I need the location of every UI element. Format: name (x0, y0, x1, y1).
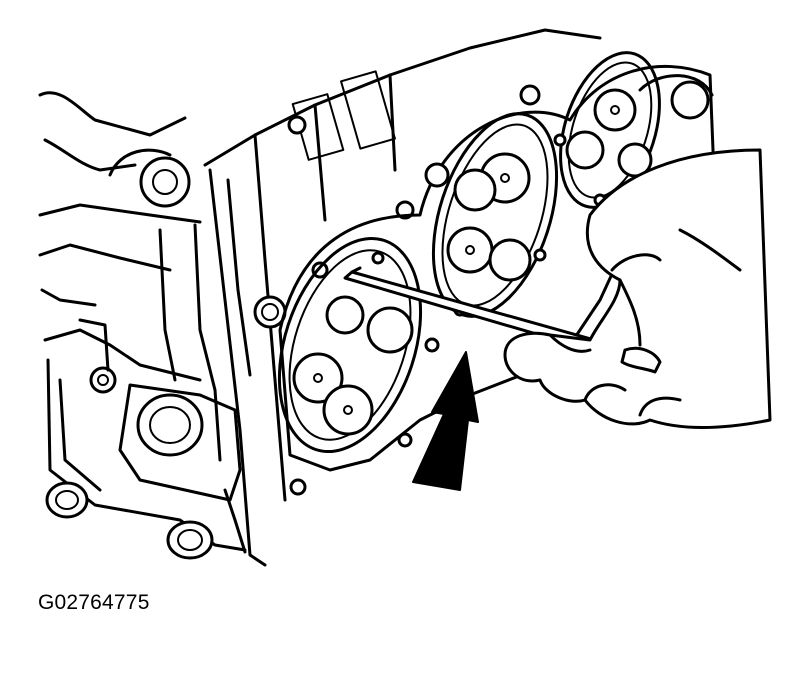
combustion-chamber-valves (292, 80, 710, 436)
direction-arrow (412, 351, 479, 491)
technician-hand (503, 148, 772, 429)
engine-block (38, 91, 247, 560)
cylinder-head-gasket-illustration (38, 28, 772, 567)
figure-id-label: G02764775 (38, 591, 150, 614)
cylinder-head-deck (203, 28, 602, 567)
